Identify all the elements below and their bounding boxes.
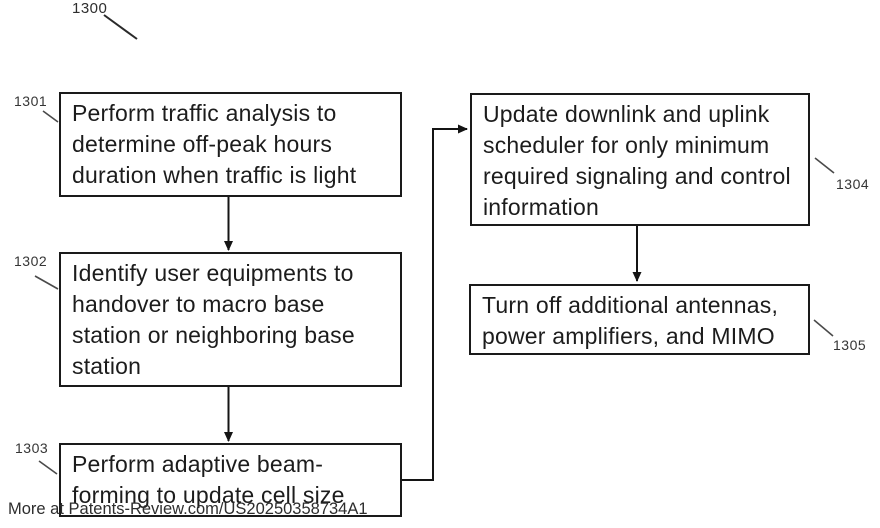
flow-box-1304: Update downlink and uplink scheduler for… bbox=[470, 93, 810, 226]
figure-number-leader-line bbox=[103, 14, 138, 40]
ref-tick-1305 bbox=[813, 319, 834, 337]
ref-label-1305: 1305 bbox=[833, 337, 867, 353]
ref-label-1301: 1301 bbox=[14, 93, 48, 109]
ref-tick-1303 bbox=[38, 460, 58, 475]
flow-box-1302: Identify user equipments to handover to … bbox=[59, 252, 402, 387]
ref-tick-1302 bbox=[34, 275, 59, 290]
ref-tick-1301 bbox=[42, 110, 59, 123]
ref-label-1303: 1303 bbox=[15, 440, 49, 456]
flow-box-1301: Perform traffic analysis to determine of… bbox=[59, 92, 402, 197]
ref-tick-1304 bbox=[814, 157, 835, 174]
ref-label-1304: 1304 bbox=[836, 176, 870, 192]
flow-box-1303: Perform adaptive beam- forming to update… bbox=[59, 443, 402, 517]
figure-number-label: 1300 bbox=[72, 0, 108, 17]
arrow-1303-to-1304 bbox=[402, 124, 468, 481]
ref-label-1302: 1302 bbox=[14, 253, 48, 269]
watermark-text: More at Patents-Review.com/US20250358734… bbox=[8, 500, 368, 518]
flow-box-1305: Turn off additional antennas, power ampl… bbox=[469, 284, 810, 355]
